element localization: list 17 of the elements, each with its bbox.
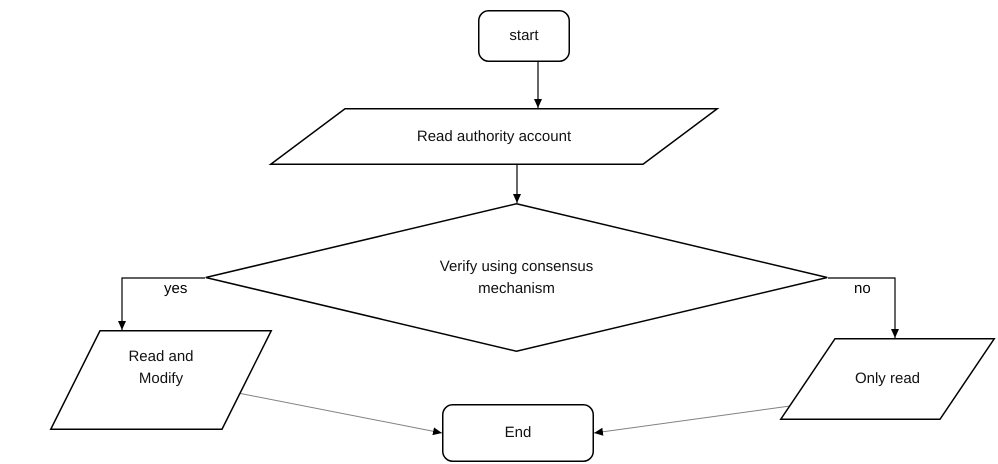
node-label: start [509, 26, 539, 46]
data-parallelogram [780, 338, 995, 420]
node-label: End [504, 423, 532, 444]
arrow [594, 406, 790, 436]
data-parallelogram [50, 330, 272, 430]
arrow [513, 165, 521, 203]
node-label: Verify using consensus mechanism [438, 256, 594, 298]
terminal-box [478, 10, 570, 62]
arrow [118, 277, 205, 330]
terminal-box [442, 404, 594, 462]
data-parallelogram [270, 108, 718, 165]
node-label: Only read [854, 369, 920, 390]
arrow [534, 62, 542, 108]
decision-diamond [205, 203, 828, 352]
node-label: Read and Modify [127, 347, 195, 389]
arrow [828, 277, 899, 338]
node-label: Read authority account [416, 126, 572, 147]
